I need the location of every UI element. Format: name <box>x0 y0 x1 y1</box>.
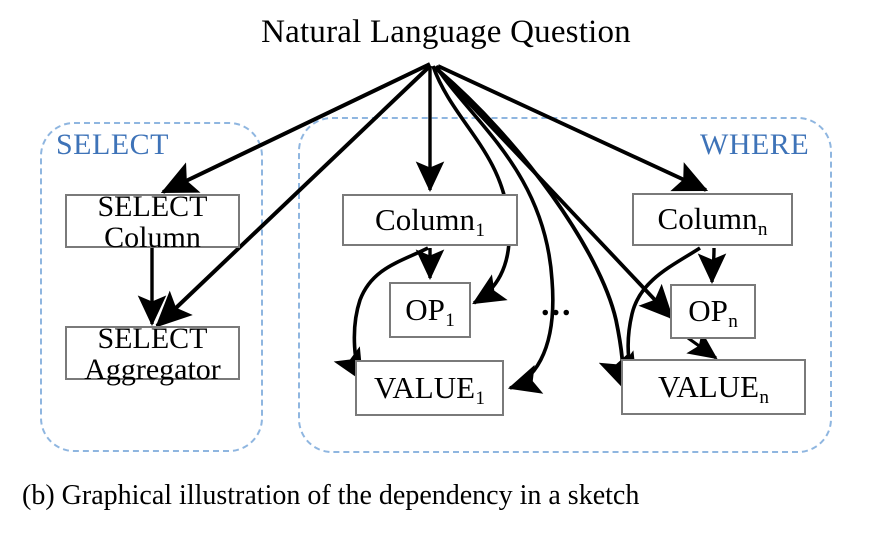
node-column-1[interactable]: Column1 <box>342 194 518 246</box>
node-value-n-base: VALUE <box>657 368 760 404</box>
select-group-label: SELECT <box>56 128 169 161</box>
node-column-1-subscript: 1 <box>475 219 485 241</box>
node-column-n[interactable]: Columnn <box>632 193 793 246</box>
node-select-column-line2: Column <box>104 221 201 254</box>
node-column-1-base: Column <box>375 201 475 237</box>
figure-title: Natural Language Question <box>261 14 631 50</box>
node-value-1[interactable]: VALUE1 <box>355 360 504 416</box>
node-op-n-subscript: n <box>728 311 738 333</box>
node-select-aggregator-line1: SELECT <box>97 321 208 355</box>
node-value-n[interactable]: VALUEn <box>621 359 806 415</box>
node-op-n[interactable]: OPn <box>670 284 756 339</box>
node-select-column-line1: SELECT <box>97 189 208 223</box>
node-op-1[interactable]: OP1 <box>389 282 471 338</box>
node-select-column[interactable]: SELECT Column <box>65 189 240 253</box>
where-group-label: WHERE <box>700 128 810 161</box>
node-value-n-subscript: n <box>759 386 770 408</box>
node-op-1-base: OP <box>405 291 445 327</box>
node-column-n-subscript: n <box>757 219 768 241</box>
node-value-1-subscript: 1 <box>475 387 486 409</box>
ellipsis-between-clauses: ... <box>541 286 573 323</box>
node-select-aggregator-line2: Aggregator <box>84 353 221 386</box>
node-select-aggregator[interactable]: SELECT Aggregator <box>65 321 240 385</box>
figure-caption: (b) Graphical illustration of the depend… <box>22 480 640 511</box>
node-op-n-base: OP <box>688 293 728 329</box>
select-group-box <box>40 122 263 452</box>
node-op-1-subscript: 1 <box>445 309 455 331</box>
node-value-1-base: VALUE <box>373 369 476 405</box>
node-column-n-base: Column <box>657 201 758 237</box>
